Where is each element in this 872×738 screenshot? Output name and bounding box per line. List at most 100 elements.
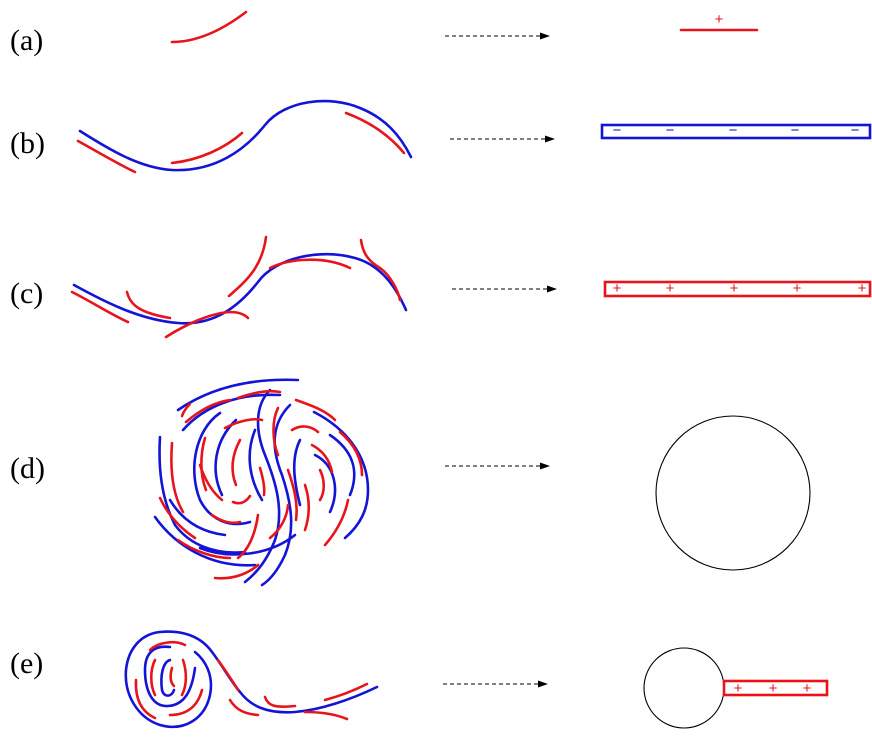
tangle-d-red-25 bbox=[198, 463, 224, 502]
tangle-d-red-13 bbox=[286, 468, 298, 522]
curve-c-red-3 bbox=[164, 310, 250, 339]
tangle-d-red-1 bbox=[170, 441, 185, 514]
sign-b-2: − bbox=[729, 122, 738, 139]
curve-c-blue bbox=[72, 252, 408, 325]
tangle-e-red-9 bbox=[263, 695, 297, 709]
row-b: (b) − − − − − bbox=[10, 99, 872, 174]
tangle-d-red-4 bbox=[236, 389, 282, 400]
tangle-d-blue-15 bbox=[168, 498, 227, 537]
tangle-d-red-18 bbox=[318, 468, 326, 502]
tangle-d-red-16 bbox=[338, 430, 364, 477]
tangle-d-red-17 bbox=[323, 498, 350, 547]
tangle-d-blue-11 bbox=[328, 433, 356, 497]
sign-b-1: − bbox=[666, 122, 675, 139]
tangle-e bbox=[124, 630, 379, 728]
sign-a-0: + bbox=[715, 11, 724, 28]
curve-c-red-4 bbox=[227, 235, 268, 298]
row-e: (e) + + + bbox=[10, 630, 829, 729]
result-a: + bbox=[679, 11, 759, 32]
sign-c-1: + bbox=[666, 280, 675, 297]
tangle-d-red-7 bbox=[231, 438, 242, 487]
tangle-e-red-7 bbox=[216, 658, 240, 692]
sign-c-3: + bbox=[793, 280, 802, 297]
sign-e-2: + bbox=[803, 680, 812, 697]
tangle-d-red-2 bbox=[180, 402, 192, 418]
tangle-d-red-11 bbox=[290, 425, 320, 434]
tangle-d-blue-1 bbox=[158, 435, 247, 554]
tangle-e-red-6 bbox=[169, 666, 176, 688]
tangle-d-red-24 bbox=[210, 513, 242, 525]
curve-c-red-1 bbox=[70, 290, 130, 324]
curve-b-blue bbox=[78, 99, 413, 172]
curve-c-red-2 bbox=[125, 290, 172, 320]
arrow-b bbox=[450, 135, 555, 143]
arrow-c bbox=[452, 285, 557, 293]
arrow-e bbox=[443, 680, 548, 688]
tangle-d-blue-10 bbox=[292, 438, 302, 507]
tangle-d bbox=[153, 378, 370, 587]
curve-c-red-6 bbox=[359, 238, 402, 302]
tangle-e-red-4 bbox=[149, 658, 157, 697]
row-c: (c) + + + + + bbox=[10, 235, 872, 339]
tangle-d-red-20 bbox=[176, 538, 232, 560]
tangle-e-red-8 bbox=[228, 698, 260, 717]
result-e: + + + bbox=[643, 647, 829, 729]
tangle-e-blue-inner bbox=[143, 645, 197, 708]
curve-c-red-5 bbox=[268, 258, 352, 270]
tangle-e-red-11 bbox=[323, 682, 369, 702]
result-b: − − − − − bbox=[600, 122, 872, 140]
row-a: (a) + bbox=[10, 10, 759, 57]
sign-c-0: + bbox=[613, 280, 622, 297]
tangle-d-red-8 bbox=[231, 494, 252, 505]
tangle-d-red-3 bbox=[184, 398, 232, 424]
tangle-e-red-3 bbox=[148, 640, 187, 652]
row-d: (d) bbox=[10, 378, 811, 587]
row-label-b: (b) bbox=[10, 127, 45, 160]
tangle-d-red-23 bbox=[236, 513, 260, 560]
result-bar-c bbox=[603, 280, 872, 298]
sign-c-2: + bbox=[730, 280, 739, 297]
curve-a-red bbox=[170, 10, 248, 44]
result-bar-e bbox=[722, 679, 829, 697]
tangle-d-blue-12 bbox=[312, 410, 370, 540]
curve-b-red-2 bbox=[170, 131, 244, 165]
tangle-d-red-21 bbox=[213, 563, 260, 580]
tangle-d-blue-2 bbox=[153, 515, 257, 567]
tangle-e-red-10 bbox=[303, 710, 349, 721]
tangle-e-blue-core bbox=[160, 658, 176, 697]
curve-b-red-1 bbox=[76, 139, 137, 174]
result-circle-d bbox=[655, 415, 811, 571]
arrow-a bbox=[445, 32, 550, 40]
tangle-d-red-12 bbox=[294, 398, 337, 422]
row-label-c: (c) bbox=[10, 277, 43, 310]
arrow-d bbox=[445, 462, 550, 470]
tangle-d-blue-7 bbox=[248, 428, 264, 502]
tangle-d-red-6 bbox=[223, 417, 264, 430]
sign-b-0: − bbox=[613, 122, 622, 139]
row-label-a: (a) bbox=[10, 24, 43, 57]
result-bar-b bbox=[600, 123, 872, 140]
tangle-d-red-10 bbox=[272, 406, 280, 457]
tangle-e-blue-outer bbox=[124, 630, 379, 728]
tangle-d-red-14 bbox=[303, 483, 311, 532]
sign-e-1: + bbox=[769, 680, 778, 697]
tangle-e-red-1 bbox=[134, 678, 157, 720]
sign-e-0: + bbox=[734, 680, 743, 697]
sign-b-3: − bbox=[791, 122, 800, 139]
tangle-d-red-15 bbox=[310, 443, 334, 474]
tangle-e-red-2 bbox=[168, 688, 204, 717]
result-c: + + + + + bbox=[603, 280, 872, 298]
curve-b-red-3 bbox=[344, 111, 406, 155]
tangle-d-red-22 bbox=[268, 503, 290, 540]
row-label-e: (e) bbox=[10, 647, 43, 680]
sign-c-4: + bbox=[858, 280, 867, 297]
tangle-e-red-5 bbox=[180, 658, 188, 697]
tangle-d-blue-14 bbox=[198, 533, 297, 556]
sign-b-4: − bbox=[851, 122, 860, 139]
tangle-d-red-9 bbox=[258, 466, 266, 497]
result-circle-e bbox=[643, 647, 725, 729]
row-label-d: (d) bbox=[10, 452, 45, 485]
tangle-d-red-19 bbox=[158, 496, 197, 540]
tangle-d-blue-13 bbox=[313, 453, 337, 514]
